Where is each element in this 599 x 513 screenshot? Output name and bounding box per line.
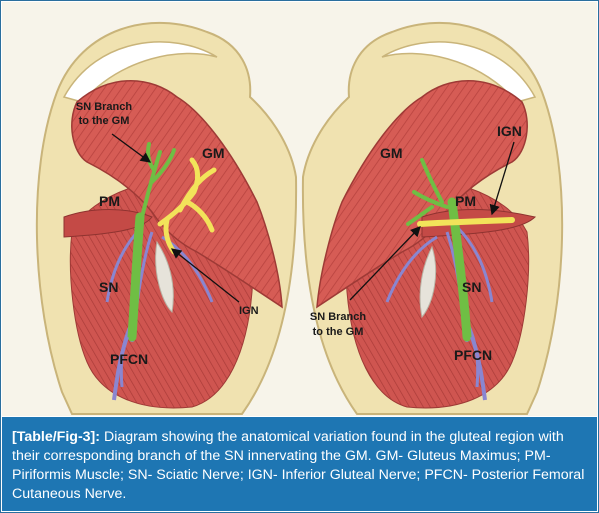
right-ligament: [419, 245, 437, 319]
left-inferior-gluteal-nerve: [157, 157, 217, 255]
anatomical-illustration: SN Branch to the GM GM PM SN PFCN IGN IG…: [2, 2, 597, 416]
gluteal-diagram: SN Branch to the GM GM PM SN PFCN IGN IG…: [35, 21, 564, 415]
left-hip-crest: [62, 41, 218, 103]
left-labels: SN Branch to the GM GM PM SN PFCN IGN: [76, 101, 259, 367]
left-piriformis: [63, 209, 153, 238]
left-pm-label: PM: [99, 193, 120, 209]
right-sn-branch-label-line2: to the GM: [313, 326, 364, 338]
left-sn-branch-label: SN Branch: [76, 101, 133, 113]
right-pm-label: PM: [455, 193, 476, 209]
right-pfcn-nerve: [470, 336, 487, 401]
right-hip-crest: [381, 41, 537, 103]
left-gm-label: GM: [202, 145, 225, 161]
right-sn-label: SN: [462, 279, 481, 295]
left-pfcn-nerve: [112, 336, 129, 401]
left-sn-branch-label-line2: to the GM: [79, 115, 130, 127]
right-sn-branch-to-gm: [406, 158, 449, 226]
right-gluteal-region: [301, 21, 564, 415]
left-sn-branch-pointer: [111, 133, 152, 163]
left-gluteus-maximus: [71, 80, 283, 309]
left-pfcn-label: PFCN: [110, 351, 148, 367]
right-ign-label: IGN: [497, 123, 522, 139]
right-inferior-gluteal-nerve: [417, 217, 515, 227]
caption-tag: [Table/Fig-3]:: [12, 429, 101, 445]
left-gluteal-region: [35, 21, 298, 415]
pointer-lines: [111, 133, 515, 303]
right-gm-label: GM: [380, 145, 403, 161]
right-sciatic-nerve: [447, 197, 472, 342]
left-ign-label: IGN: [239, 305, 259, 317]
figure-caption: [Table/Fig-3]: Diagram showing the anato…: [2, 417, 597, 511]
right-sn-branch-pointer: [349, 226, 421, 301]
right-labels: IGN GM PM SN Branch to the GM SN PFCN: [310, 123, 522, 363]
right-pfcn-label: PFCN: [454, 347, 492, 363]
left-ligament: [155, 240, 174, 314]
left-ign-pointer: [170, 248, 240, 303]
left-sciatic-nerve: [127, 212, 145, 342]
left-sn-label: SN: [99, 279, 118, 295]
caption-text: Diagram showing the anatomical variation…: [12, 429, 585, 502]
right-gluteus-maximus: [316, 80, 528, 309]
right-ign-pointer: [489, 141, 515, 216]
right-sn-branch-label: SN Branch: [310, 311, 367, 323]
